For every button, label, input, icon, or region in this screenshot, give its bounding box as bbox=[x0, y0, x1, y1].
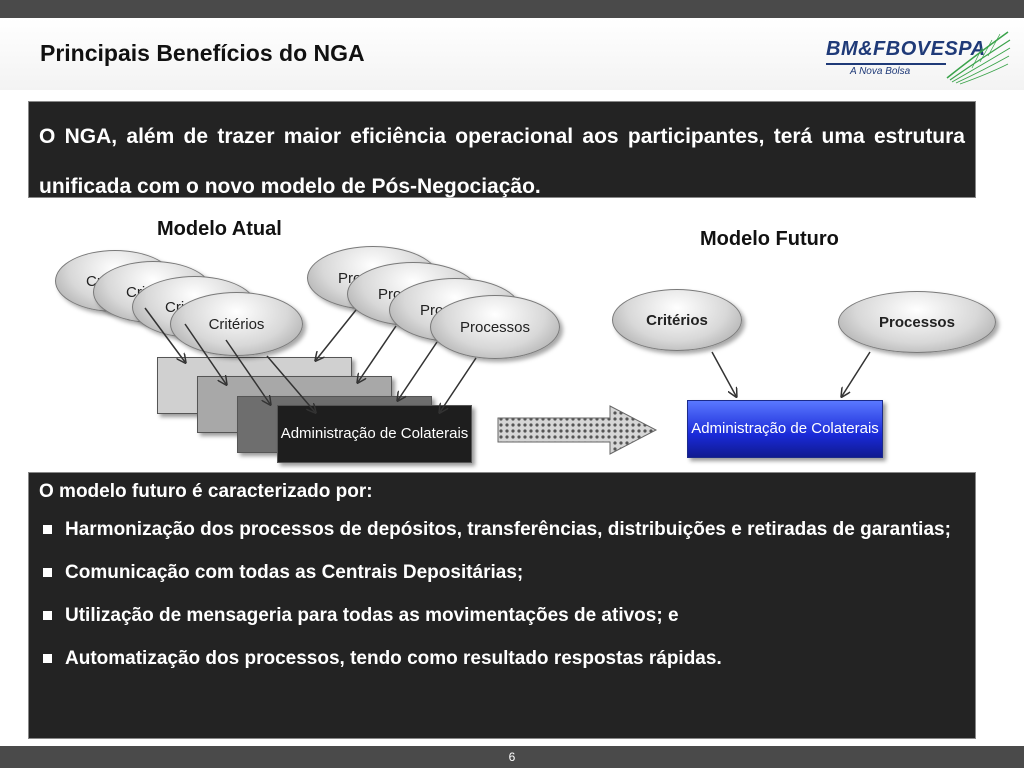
slide-header bbox=[0, 18, 1024, 90]
arrow-crit-2 bbox=[184, 323, 226, 384]
current-model-label: Modelo Atual bbox=[157, 218, 282, 240]
logo-wordmark: BM&FBOVESPA bbox=[826, 38, 986, 60]
arrow-crit-4 bbox=[266, 355, 315, 412]
details-heading: O modelo futuro é caracterizado por: bbox=[39, 481, 373, 502]
future-processos-ellipse: Processos bbox=[838, 291, 996, 353]
future-admin-label: Administração de Colaterais bbox=[691, 420, 879, 437]
top-bar bbox=[0, 0, 1024, 18]
criterios-ellipse-front: Critérios bbox=[170, 292, 303, 356]
future-criterios-ellipse: Critérios bbox=[612, 289, 742, 351]
logo-tagline: A Nova Bolsa bbox=[850, 66, 911, 77]
list-item: Automatização dos processos, tendo como … bbox=[39, 644, 965, 674]
current-admin-label: Administração de Colaterais bbox=[280, 425, 469, 442]
bmfbovespa-logo: BM&FBOVESPA A Nova Bolsa bbox=[824, 28, 1011, 88]
model-diagram: Modelo Atual Modelo Futuro Administração… bbox=[0, 200, 1024, 470]
page-number: 6 bbox=[508, 750, 516, 764]
logo-underline bbox=[826, 63, 946, 65]
square-bullet-icon bbox=[43, 525, 52, 534]
arrow-crit-3 bbox=[225, 339, 270, 404]
slide-footer: 6 bbox=[0, 746, 1024, 768]
arrow-proc-2 bbox=[358, 325, 397, 382]
arrow-crit-1 bbox=[144, 307, 185, 362]
list-item: Comunicação com todas as Centrais Deposi… bbox=[39, 558, 965, 588]
square-bullet-icon bbox=[43, 568, 52, 577]
arrow-proc-4 bbox=[440, 357, 477, 412]
processos-ellipse-front: Processos bbox=[430, 295, 560, 359]
arrow-future-proc bbox=[842, 351, 871, 396]
transition-arrow bbox=[497, 405, 658, 455]
slide-title: Principais Benefícios do NGA bbox=[40, 40, 365, 66]
arrow-proc-1 bbox=[316, 309, 357, 360]
leaf-icon bbox=[946, 31, 1011, 85]
arrow-proc-3 bbox=[398, 341, 438, 400]
list-item-text: Comunicação com todas as Centrais Deposi… bbox=[65, 562, 524, 583]
list-item: Harmonização dos processos de depósitos,… bbox=[39, 515, 965, 545]
list-item: Utilização de mensageria para todas as m… bbox=[39, 601, 965, 631]
list-item-text: Harmonização dos processos de depósitos,… bbox=[65, 519, 951, 540]
intro-box: O NGA, além de trazer maior eficiência o… bbox=[28, 101, 976, 198]
list-item-text: Automatização dos processos, tendo como … bbox=[65, 648, 722, 669]
details-list: Harmonização dos processos de depósitos,… bbox=[39, 515, 965, 674]
arrow-future-crit bbox=[711, 351, 736, 396]
square-bullet-icon bbox=[43, 611, 52, 620]
future-admin-box: Administração de Colaterais bbox=[687, 400, 883, 458]
square-bullet-icon bbox=[43, 654, 52, 663]
diagram-connectors bbox=[144, 307, 871, 455]
future-model-label: Modelo Futuro bbox=[700, 228, 839, 250]
list-item-text: Utilização de mensageria para todas as m… bbox=[65, 605, 679, 626]
details-box: O modelo futuro é caracterizado por: Har… bbox=[28, 472, 976, 739]
intro-text: O NGA, além de trazer maior eficiência o… bbox=[39, 125, 965, 198]
